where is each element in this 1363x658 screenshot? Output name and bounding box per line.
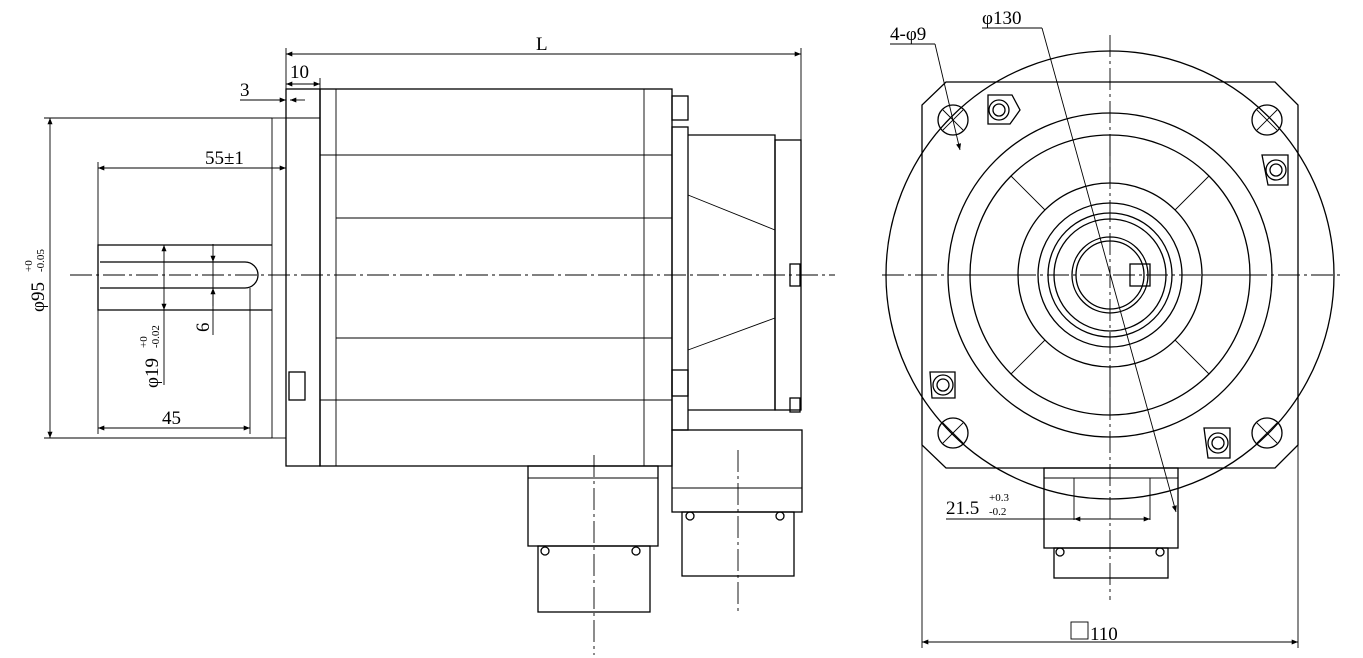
dim-key-length-label: 45 [162, 408, 181, 429]
dim-square-size: 110 [921, 445, 1299, 648]
dim-shaft-length: 55±1 [97, 148, 286, 245]
dim-length: L [285, 34, 802, 140]
dim-spigot-diameter-lower-tol: -0.05 [35, 249, 47, 272]
power-connector [527, 455, 659, 655]
dim-flange-thickness: 10 [286, 62, 321, 89]
face-spokes [970, 135, 1250, 415]
square-symbol-icon [1070, 621, 1089, 640]
dim-key-depth-lower-tol: -0.2 [989, 506, 1006, 518]
shaft [97, 244, 272, 311]
mounting-flange [271, 88, 321, 467]
dim-key-depth-upper-tol: +0.3 [989, 492, 1009, 504]
dim-shaft-diameter-upper-tol: +0 [138, 336, 150, 348]
side-view: L 10 3 55±1 45 [23, 34, 835, 655]
callout-holes: 4-φ9 [890, 24, 962, 151]
mounting-holes [937, 104, 1283, 449]
dim-key-length: 45 [97, 288, 251, 434]
dim-spigot-diameter: φ95 +0 -0.05 [23, 117, 272, 439]
dim-shaft-diameter-label: φ19 [142, 358, 163, 388]
callout-holes-label: 4-φ9 [890, 24, 926, 45]
motor-body [319, 88, 673, 467]
square-flange [921, 81, 1299, 469]
dim-shaft-diameter: φ19 +0 -0.02 [138, 244, 167, 388]
dim-key-width-label: 6 [193, 323, 214, 333]
dim-shaft-diameter-lower-tol: -0.02 [150, 325, 162, 348]
dim-spigot-diameter-upper-tol: +0 [23, 260, 35, 272]
dim-flange-offset-label: 3 [240, 80, 250, 101]
dim-spigot-diameter-label: φ95 [28, 282, 49, 312]
dim-key-depth-label: 21.5 [946, 498, 979, 519]
dim-flange-offset: 3 [240, 80, 305, 103]
dim-square-size-label: 110 [1090, 624, 1118, 645]
encoder-housing [671, 95, 802, 431]
dim-length-label: L [536, 34, 548, 55]
front-connector [1043, 467, 1179, 579]
dim-key-depth: 21.5 +0.3 -0.2 [946, 492, 1150, 522]
dim-key-width: 6 [193, 244, 216, 335]
encoder-connector [671, 429, 803, 615]
dim-shaft-length-label: 55±1 [205, 148, 244, 169]
front-view: 4-φ9 φ130 21.5 +0.3 -0.2 110 [882, 8, 1340, 648]
bolt-heads [929, 94, 1289, 459]
dim-flange-thickness-label: 10 [290, 62, 309, 83]
callout-pcd-label: φ130 [982, 8, 1021, 29]
callout-pcd: φ130 [982, 8, 1177, 513]
